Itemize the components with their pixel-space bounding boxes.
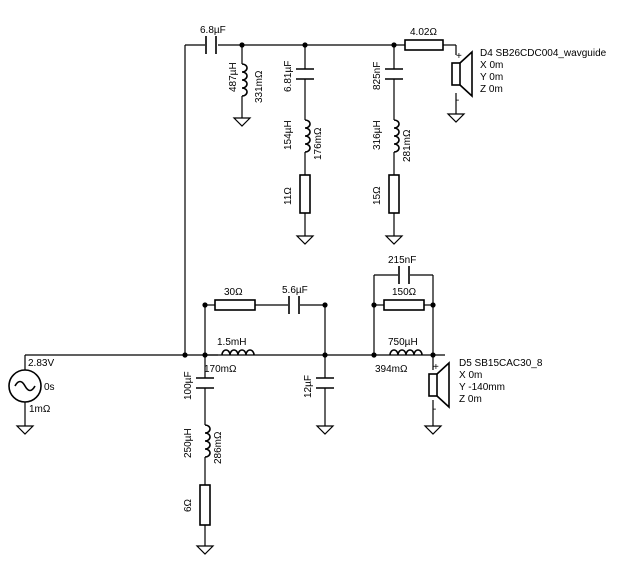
- label-l1-res: 331mΩ: [254, 70, 265, 103]
- label-l1: 487µH: [228, 62, 239, 92]
- resistor-r3[interactable]: [388, 174, 400, 214]
- tweeter-y: Y 0m: [480, 72, 503, 83]
- tweeter-driver[interactable]: [451, 50, 473, 98]
- resistor-r1[interactable]: [404, 39, 444, 51]
- tweeter-plus: +: [456, 51, 462, 62]
- label-l3-res: 281mΩ: [402, 129, 413, 162]
- label-c7: 215nF: [388, 255, 416, 266]
- woofer-z: Z 0m: [459, 394, 482, 405]
- resistor-r4[interactable]: [214, 299, 256, 311]
- capacitor-c4[interactable]: [288, 296, 300, 314]
- tweeter-x: X 0m: [480, 60, 503, 71]
- label-l5-res: 286mΩ: [213, 431, 224, 464]
- label-l6-res: 394mΩ: [375, 364, 408, 375]
- label-c1: 6.8µF: [200, 25, 226, 36]
- label-l2-res: 176mΩ: [313, 127, 324, 160]
- inductor-l3[interactable]: [393, 119, 400, 153]
- junctions: [182, 42, 436, 358]
- woofer-x: X 0m: [459, 370, 482, 381]
- resistor-r5[interactable]: [199, 484, 211, 526]
- label-l4: 1.5mH: [217, 337, 246, 348]
- capacitor-c3[interactable]: [385, 68, 403, 80]
- label-r5: 6Ω: [183, 498, 194, 512]
- ground-tweeter: [447, 107, 465, 123]
- label-l5: 250µH: [183, 428, 194, 458]
- woofer-driver[interactable]: [428, 361, 450, 409]
- label-l2: 154µH: [283, 120, 294, 150]
- source-resistance: 1mΩ: [29, 404, 51, 415]
- label-c2: 6.81µF: [283, 61, 294, 92]
- capacitor-c6[interactable]: [196, 377, 214, 389]
- ground-n1: [296, 229, 314, 245]
- inductor-l1[interactable]: [241, 63, 248, 97]
- label-r4: 30Ω: [224, 287, 243, 298]
- label-l4-res: 170mΩ: [204, 364, 237, 375]
- label-l6: 750µH: [388, 337, 418, 348]
- woofer-y: Y -140mm: [459, 382, 505, 393]
- source-voltage: 2.83V: [28, 358, 54, 369]
- label-r6: 150Ω: [392, 287, 417, 298]
- inductor-l6[interactable]: [389, 349, 423, 356]
- label-r3: 15Ω: [372, 186, 383, 205]
- ground-source: [16, 419, 34, 435]
- label-l3: 316µH: [372, 120, 383, 150]
- label-c4: 5.6µF: [282, 285, 308, 296]
- label-r2: 11Ω: [283, 187, 294, 205]
- woofer-plus: +: [433, 362, 439, 373]
- woofer-name: D5 SB15CAC30_8: [459, 358, 543, 369]
- woofer-minus: -: [433, 404, 436, 415]
- capacitor-c7[interactable]: [398, 266, 410, 284]
- capacitor-c2[interactable]: [296, 68, 314, 80]
- source-time: 0s: [44, 382, 55, 393]
- label-r1: 4.02Ω: [410, 27, 437, 38]
- inductor-l4[interactable]: [205, 349, 255, 356]
- inductor-l2[interactable]: [304, 119, 311, 153]
- tweeter-minus: -: [456, 95, 459, 106]
- resistor-r2[interactable]: [299, 174, 311, 214]
- voltage-source[interactable]: [8, 369, 42, 403]
- ground-n2: [385, 229, 403, 245]
- wiring: [24, 44, 457, 540]
- inductor-l5[interactable]: [204, 424, 211, 458]
- label-c5: 12µF: [303, 375, 314, 398]
- ground-c5: [316, 419, 334, 435]
- resistor-r6[interactable]: [383, 299, 425, 311]
- ground-woofer: [424, 419, 442, 435]
- capacitor-c5[interactable]: [316, 377, 334, 389]
- ground-l1: [233, 111, 251, 127]
- tweeter-z: Z 0m: [480, 84, 503, 95]
- ground-zobel: [196, 539, 214, 555]
- capacitor-c1[interactable]: [205, 36, 217, 54]
- tweeter-name: D4 SB26CDC004_wavguide: [480, 48, 607, 59]
- label-c3: 825nF: [372, 62, 383, 90]
- label-c6: 100µF: [183, 371, 194, 400]
